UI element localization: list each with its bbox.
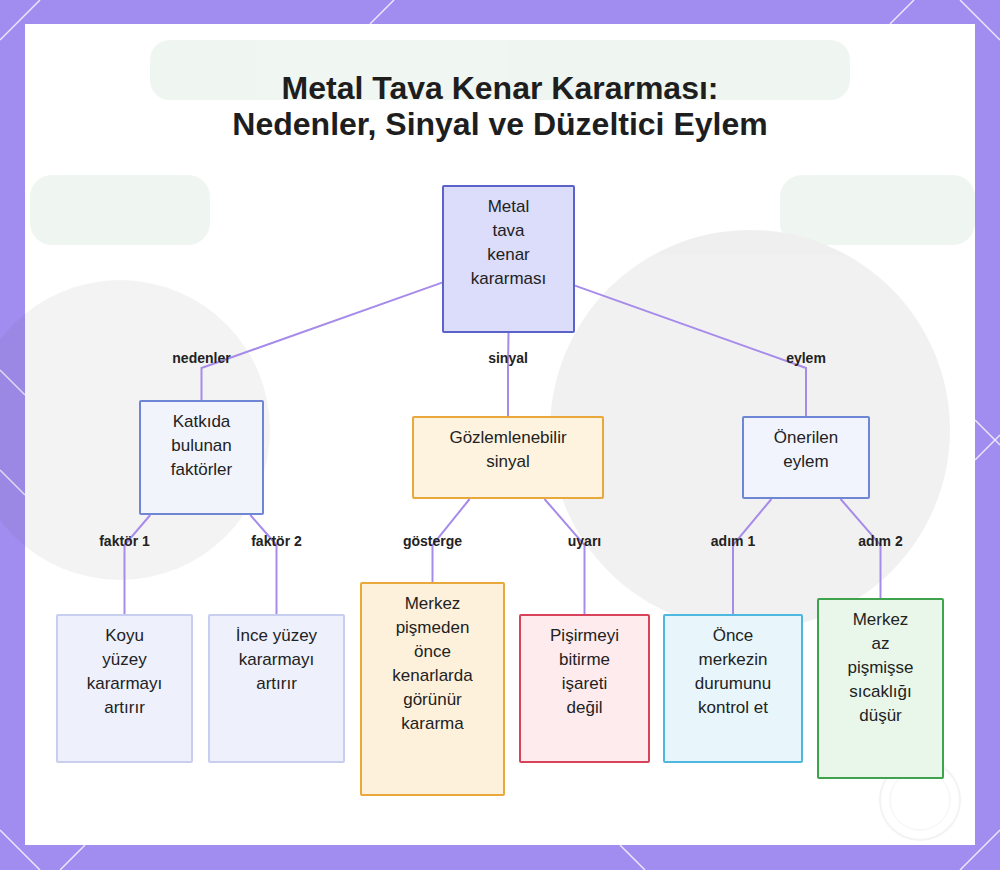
node-label: Gözlemlenebilir sinyal: [433, 426, 583, 474]
root-box: Metal tava kenar kararması: [442, 185, 575, 333]
tree-connector: [202, 283, 443, 400]
tree-connector: [507, 333, 510, 416]
tree-connector: [733, 499, 771, 614]
category-box: Katkıda bulunan faktörler: [139, 400, 264, 515]
node-label: Katkıda bulunan faktörler: [156, 410, 248, 482]
node-label: Merkez az pişmişse sıcaklığı düşür: [845, 608, 917, 728]
edge-label: gösterge: [403, 533, 462, 549]
tree-connector: [544, 499, 584, 614]
tree-connector: [575, 286, 806, 416]
node-label: Koyu yüzey kararmayı artırır: [83, 624, 167, 720]
factor-box: İnce yüzey kararmayı artırır: [208, 614, 345, 763]
node-label: Merkez pişmeden önce kenarlarda görünür …: [388, 592, 478, 736]
node-label: Önce merkezin durumunu kontrol et: [687, 624, 779, 720]
edge-label: faktör 2: [251, 533, 302, 549]
node-label: Önerilen eylem: [756, 426, 856, 474]
edge-label: faktör 1: [99, 533, 150, 549]
node-label: İnce yüzey kararmayı artırır: [235, 624, 319, 696]
edge-label: adım 2: [858, 533, 902, 549]
diagram-title: Metal Tava Kenar Kararması: Nedenler, Si…: [220, 70, 780, 142]
edge-label: sinyal: [488, 350, 528, 366]
warning-box: Pişirmeyi bitirme işareti değil: [519, 614, 650, 763]
factor-box: Koyu yüzey kararmayı artırır: [56, 614, 193, 763]
edge-label: eylem: [786, 350, 826, 366]
edge-label: adım 1: [711, 533, 755, 549]
action-box: Önce merkezin durumunu kontrol et: [663, 614, 803, 763]
edge-label: uyarı: [568, 533, 601, 549]
signal-box: Merkez pişmeden önce kenarlarda görünür …: [360, 582, 505, 796]
node-label: Metal tava kenar kararması: [470, 195, 547, 291]
page-panel: [25, 24, 975, 845]
node-label: Pişirmeyi bitirme işareti değil: [544, 624, 626, 720]
faded-background: [0, 40, 975, 630]
category-box: Gözlemlenebilir sinyal: [412, 416, 604, 499]
tree-connector: [125, 515, 151, 614]
tree-connector: [250, 515, 276, 614]
edge-label: nedenler: [172, 350, 230, 366]
category-box: Önerilen eylem: [742, 416, 870, 499]
action-box: Merkez az pişmişse sıcaklığı düşür: [817, 598, 944, 779]
